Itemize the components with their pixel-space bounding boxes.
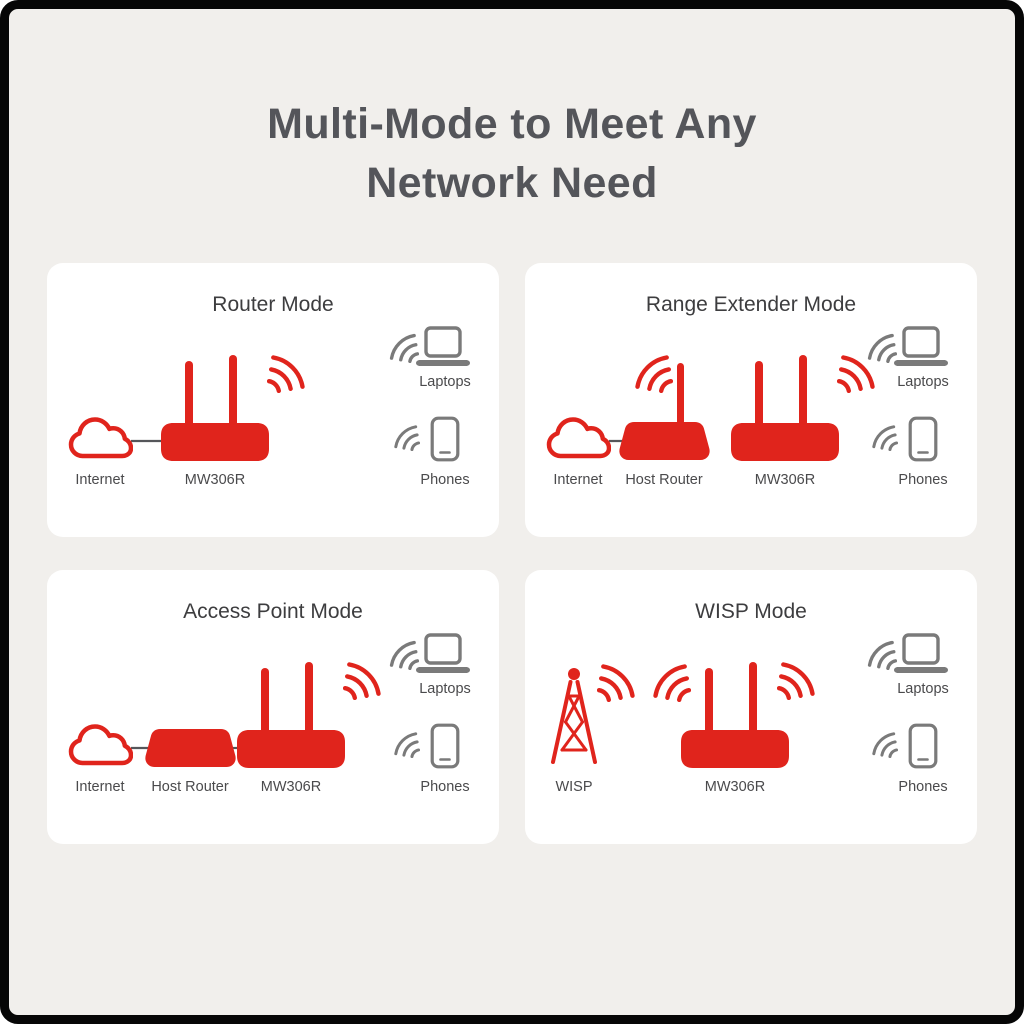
card-title: Router Mode	[212, 293, 333, 316]
wifi-signal-icon	[389, 333, 419, 363]
wifi-signal-icon	[839, 358, 872, 391]
node-label-device: MW306R	[705, 779, 765, 795]
router-icon	[681, 662, 789, 768]
wifi-signal-icon	[599, 667, 632, 700]
wifi-signal-icon	[394, 732, 420, 758]
laptop-icon	[414, 633, 472, 675]
node-label-internet: Internet	[553, 472, 602, 488]
router-icon	[161, 355, 269, 461]
wifi-signal-icon	[872, 732, 898, 758]
card-title: WISP Mode	[695, 600, 807, 623]
wifi-signal-icon	[638, 358, 671, 391]
wifi-signal-icon	[867, 640, 897, 670]
node-label-host-router: Host Router	[625, 472, 703, 488]
phone-icon	[430, 723, 460, 769]
card-title: Access Point Mode	[183, 600, 363, 623]
router-icon	[237, 662, 345, 768]
laptop-icon	[892, 633, 950, 675]
node-label-laptops: Laptops	[897, 374, 949, 390]
host-router-icon	[145, 729, 236, 767]
card-access-point-mode: Access Point Mode Internet Host Router M…	[47, 570, 499, 844]
phone-icon	[430, 416, 460, 462]
wifi-signal-icon	[394, 425, 420, 451]
wifi-signal-icon	[872, 425, 898, 451]
card-range-extender-mode: Range Extender Mode Internet Host Router…	[525, 263, 977, 537]
wifi-signal-icon	[867, 333, 897, 363]
page-title-line-2: Network Need	[366, 159, 658, 207]
laptop-icon	[892, 326, 950, 368]
laptop-icon	[414, 326, 472, 368]
card-wisp-mode: WISP Mode WISP MW306R Laptops Phones	[525, 570, 977, 844]
cloud-icon	[71, 727, 131, 764]
node-label-laptops: Laptops	[419, 374, 471, 390]
node-label-wisp: WISP	[555, 779, 592, 795]
wifi-signal-icon	[656, 667, 689, 700]
card-router-mode: Router Mode Internet MW306R Laptops Phon…	[47, 263, 499, 537]
phone-icon	[908, 723, 938, 769]
router-icon	[731, 355, 839, 461]
wifi-signal-icon	[345, 665, 378, 698]
wisp-mode-diagram: WISP Mode WISP MW306R Laptops Phones	[551, 600, 950, 795]
page-title: Multi-Mode to Meet Any Network Need	[9, 95, 1015, 213]
range-extender-mode-diagram: Range Extender Mode Internet Host Router…	[525, 293, 950, 488]
mode-cards-grid: Router Mode Internet MW306R Laptops Phon…	[47, 263, 977, 844]
node-label-laptops: Laptops	[897, 681, 949, 697]
cloud-icon	[71, 420, 131, 457]
wifi-signal-icon	[389, 640, 419, 670]
page-title-line-1: Multi-Mode to Meet Any	[267, 100, 757, 148]
phone-icon	[908, 416, 938, 462]
access-point-mode-diagram: Access Point Mode Internet Host Router M…	[47, 600, 472, 795]
node-label-device: MW306R	[185, 472, 245, 488]
node-label-internet: Internet	[75, 779, 124, 795]
wifi-signal-icon	[779, 665, 812, 698]
router-mode-diagram: Router Mode Internet MW306R Laptops Phon…	[47, 293, 472, 488]
node-label-host-router: Host Router	[151, 779, 229, 795]
wifi-signal-icon	[269, 358, 302, 391]
card-title: Range Extender Mode	[646, 293, 856, 316]
node-label-phones: Phones	[898, 472, 947, 488]
node-label-internet: Internet	[75, 472, 124, 488]
node-label-device: MW306R	[261, 779, 321, 795]
node-label-device: MW306R	[755, 472, 815, 488]
host-router-icon	[619, 363, 710, 460]
cloud-icon	[549, 420, 609, 457]
node-label-laptops: Laptops	[419, 681, 471, 697]
wisp-tower-icon	[551, 666, 597, 764]
node-label-phones: Phones	[420, 472, 469, 488]
node-label-phones: Phones	[420, 779, 469, 795]
node-label-phones: Phones	[898, 779, 947, 795]
